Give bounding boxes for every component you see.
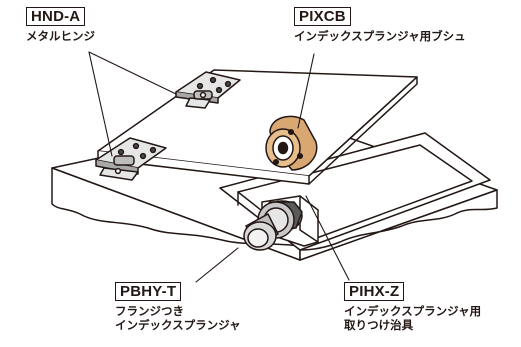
callout-pbhy-t: PBHY-T フランジつき インデックスプランジャ [115, 281, 241, 332]
callout-pihx-z: PIHX-Z インデックスプランジャ用 取りつけ治具 [344, 281, 481, 332]
part-code-pixcb: PIXCB [294, 7, 351, 26]
part-code-pbhy-t: PBHY-T [115, 282, 182, 301]
plunger-bushing-icon [265, 115, 318, 171]
part-desc-pihx-z-line2: 取りつけ治具 [344, 318, 414, 332]
metal-hinge-icon [95, 137, 167, 181]
leader-lines [88, 51, 350, 283]
callout-pixcb: PIXCB インデックスプランジャ用ブシュ [294, 6, 466, 43]
callout-hnd-a: HND-A メタルヒンジ [26, 6, 95, 43]
part-desc-pbhy-t-line2: インデックスプランジャ [115, 318, 241, 332]
part-desc-hnd-a: メタルヒンジ [26, 29, 95, 43]
metal-hinge-icon [175, 71, 241, 109]
flanged-plunger-icon [243, 200, 303, 251]
part-desc-pihx-z-line1: インデックスプランジャ用 [344, 304, 482, 318]
part-desc-pixcb: インデックスプランジャ用ブシュ [294, 29, 466, 43]
part-code-hnd-a: HND-A [26, 7, 86, 26]
part-code-pihx-z: PIHX-Z [344, 282, 405, 301]
part-desc-pbhy-t-line1: フランジつき [115, 304, 184, 318]
